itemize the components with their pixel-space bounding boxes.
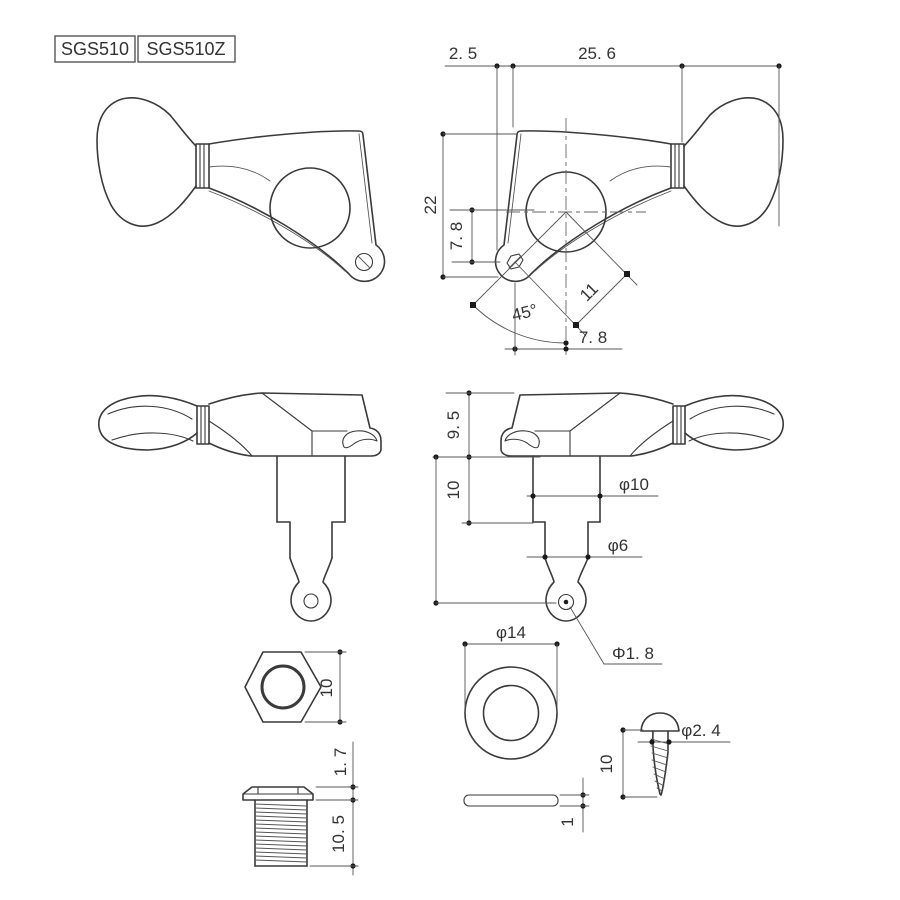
model-a-label: SGS510 — [61, 39, 129, 59]
knob-side — [98, 394, 198, 451]
string-hole — [557, 593, 575, 611]
side-view-right: 9. 5 10 φ10 φ6 Φ1. 8 — [432, 390, 784, 665]
collar — [670, 143, 685, 189]
hex-nut-bore — [260, 664, 306, 710]
housing-height-dim: 9. 5 — [444, 411, 463, 439]
top-dimensions: 2. 5 25. 6 — [444, 44, 782, 251]
model-b-box — [137, 35, 236, 63]
housing-inner-edge — [534, 190, 672, 272]
housing-curve — [629, 420, 674, 457]
housing-inner-right — [358, 133, 373, 244]
washer-side: 1 — [463, 777, 590, 833]
diag-dim: 11 — [576, 279, 602, 305]
housing-outline — [494, 130, 672, 283]
post-tip — [289, 557, 333, 622]
screw-head — [640, 712, 680, 732]
bushing-threads — [254, 803, 308, 863]
plate-slot — [504, 430, 540, 449]
side-view-left — [98, 392, 382, 622]
front-view-left — [96, 97, 386, 283]
washer-side-bar — [463, 794, 559, 807]
knob-outline — [683, 97, 784, 227]
hex-nut: 10 — [244, 649, 347, 725]
hole-drop-dim: 7. 8 — [447, 222, 466, 250]
knob-side — [684, 394, 784, 451]
collar — [195, 143, 210, 189]
washer-dia-dim: φ14 — [496, 623, 526, 642]
post-length-dim: 10 — [444, 481, 463, 500]
flange-height-dim: 1. 7 — [331, 748, 350, 776]
body-length-dim: 25. 6 — [578, 44, 616, 63]
plate-slot — [342, 430, 378, 449]
angle-dim: 45° — [510, 300, 540, 325]
nut-width-dim: 10 — [317, 679, 336, 698]
model-labels: SGS510 SGS510Z — [54, 35, 236, 63]
housing-chamfer — [569, 392, 621, 432]
knob-grip-line — [111, 432, 194, 442]
housing-step-line — [609, 165, 672, 182]
knob-outline — [96, 97, 197, 227]
screw-hole — [354, 252, 374, 272]
knob-grip-line — [688, 432, 771, 442]
housing-outline — [208, 130, 386, 283]
shaft-dia-dim: φ6 — [608, 536, 628, 555]
screw-length-dim: 10 — [597, 755, 616, 774]
hole-dia-dim: Φ1. 8 — [612, 644, 654, 663]
knob-grip-line — [689, 405, 775, 420]
string-post — [276, 455, 346, 622]
hex-nut-outline — [244, 651, 322, 723]
front-view-right: 45° 11 — [470, 97, 784, 355]
housing-curve — [208, 420, 253, 457]
housing-chamfer — [261, 392, 313, 432]
screw-dia-dim: φ2. 4 — [681, 721, 720, 740]
hole-dia-leader — [569, 606, 663, 665]
model-a-box — [54, 35, 136, 63]
diag-dim-line — [575, 273, 628, 326]
string-post — [532, 455, 601, 622]
screw-threads — [650, 738, 670, 792]
housing-side — [208, 392, 382, 457]
mounting-bushing: 1. 7 10. 5 — [242, 741, 359, 876]
diagonal-leg — [472, 211, 567, 306]
hole-offset-dimension: 7. 8 — [504, 282, 623, 356]
housing-inner-left — [507, 133, 522, 244]
washer-front: φ14 — [462, 623, 560, 760]
string-hole — [303, 593, 319, 609]
post-tip — [544, 557, 589, 622]
side-dimensions: 9. 5 10 φ10 φ6 Φ1. 8 — [432, 390, 663, 665]
hole-offset-dim: 7. 8 — [579, 328, 607, 347]
housing-step-line — [208, 165, 271, 182]
washer-thickness-dim: 1 — [558, 817, 577, 826]
thread-length-dim: 10. 5 — [329, 815, 348, 853]
housing-inner-edge — [208, 190, 346, 272]
collar — [196, 405, 210, 445]
housing-side — [500, 392, 674, 457]
screw-hole-hex — [506, 253, 524, 270]
collar — [672, 405, 686, 445]
washer-outer — [464, 666, 558, 760]
body-height-dim: 22 — [421, 196, 440, 215]
lug-overhang-dim: 2. 5 — [449, 44, 477, 63]
model-b-label: SGS510Z — [146, 39, 225, 59]
washer-inner — [482, 684, 540, 742]
knob-grip-line — [107, 405, 193, 420]
left-dimensions: 22 7. 8 — [421, 131, 535, 280]
gear-housing-circle — [269, 167, 351, 249]
angle-arc — [472, 304, 567, 344]
mounting-screw: 10 φ2. 4 — [597, 712, 731, 800]
post-dia-dim: φ10 — [619, 475, 649, 494]
